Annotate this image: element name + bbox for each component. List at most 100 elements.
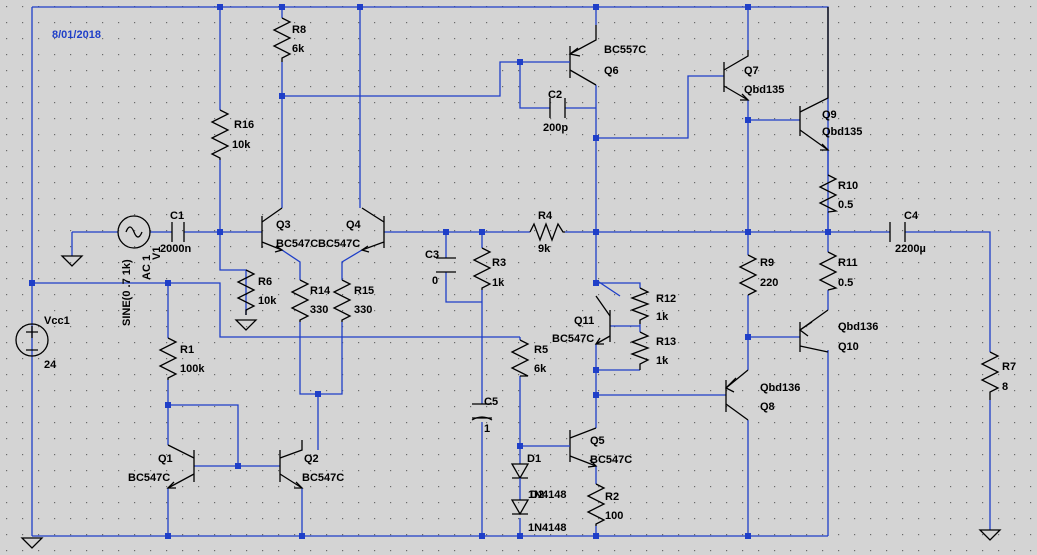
label-R14-name: R14 <box>310 285 331 297</box>
transistor-Q11[interactable] <box>594 295 611 345</box>
label-V1-name: V1 <box>151 247 163 260</box>
label-Q2-model: BC547C <box>302 472 344 484</box>
label-V1-value: SINE(0 .7 1k) <box>121 259 133 326</box>
resistor-R13[interactable] <box>630 331 650 370</box>
capacitor-C2[interactable] <box>549 98 566 118</box>
transistor-Q9[interactable] <box>799 7 830 151</box>
label-C5-value: 1 <box>484 423 490 435</box>
resistor-R6[interactable] <box>236 269 256 315</box>
resistor-R3[interactable] <box>472 247 492 290</box>
label-C3-value: 0 <box>432 275 438 287</box>
resistor-R16[interactable] <box>210 109 230 160</box>
capacitor-C1[interactable] <box>171 222 185 242</box>
resistor-R12[interactable] <box>630 287 650 324</box>
label-R14-value: 330 <box>310 304 328 316</box>
label-R15-name: R15 <box>354 285 374 297</box>
label-D1-name: D1 <box>527 453 541 465</box>
label-Q6-name: Q6 <box>604 65 619 77</box>
transistor-Q6[interactable] <box>560 25 597 86</box>
capacitor-C5[interactable] <box>471 403 493 421</box>
diode-D2[interactable] <box>510 499 530 516</box>
label-R5-name: R5 <box>534 344 548 356</box>
label-R3-name: R3 <box>492 257 506 269</box>
date-label: 8/01/2018 <box>52 29 101 41</box>
resistor-R11[interactable] <box>818 251 838 291</box>
label-R4-value: 9k <box>538 243 551 255</box>
resistor-R4[interactable] <box>529 222 565 242</box>
label-Q8-name: Q8 <box>760 401 775 413</box>
label-Q5-name: Q5 <box>590 435 605 447</box>
resistor-R8[interactable] <box>272 17 292 62</box>
label-C3-name: C3 <box>425 249 439 261</box>
label-R13-value: 1k <box>656 355 669 367</box>
label-Q3-name: Q3 <box>276 219 291 231</box>
label-Q1-model: BC547C <box>128 472 170 484</box>
transistor-Q5[interactable] <box>560 427 598 468</box>
resistor-R1[interactable] <box>158 337 178 380</box>
diode-D1[interactable] <box>510 463 530 500</box>
label-R2-value: 100 <box>605 510 623 522</box>
transistor-Q3[interactable] <box>261 207 284 253</box>
capacitor-C4[interactable] <box>889 222 906 242</box>
label-R4-name: R4 <box>538 210 553 222</box>
label-Q5-model: BC547C <box>590 454 632 466</box>
label-Q10-model: Qbd136 <box>838 321 878 333</box>
label-D2-name: D2 <box>530 489 544 501</box>
label-R12-value: 1k <box>656 311 669 323</box>
capacitor-C3[interactable] <box>436 257 456 273</box>
label-C2-name: C2 <box>548 89 562 101</box>
label-R10-name: R10 <box>838 180 858 192</box>
label-R12-name: R12 <box>656 293 676 305</box>
transistor-Q10[interactable] <box>798 309 829 353</box>
resistor-R7[interactable] <box>980 351 1000 400</box>
label-R6-name: R6 <box>258 276 272 288</box>
label-Q4-model: BC547C <box>318 238 360 250</box>
label-C1-value: 2000n <box>160 243 191 255</box>
resistor-R10[interactable] <box>818 174 839 213</box>
label-C4-name: C4 <box>904 210 919 222</box>
label-C5-name: C5 <box>484 396 498 408</box>
label-Q11-model: BC547C <box>552 333 594 345</box>
resistor-R14[interactable] <box>290 279 310 322</box>
label-R9-name: R9 <box>760 257 774 269</box>
label-V1-ac: AC 1 <box>141 255 153 280</box>
label-R11-value: 0.5 <box>838 277 853 289</box>
label-R16-value: 10k <box>232 139 251 151</box>
transistor-Q4[interactable] <box>360 207 385 253</box>
label-Q9-name: Q9 <box>822 109 837 121</box>
resistor-R15[interactable] <box>332 279 352 322</box>
label-R7-value: 8 <box>1002 381 1008 393</box>
label-Vcc1-name: Vcc1 <box>44 315 70 327</box>
label-R11-name: R11 <box>838 257 858 269</box>
label-D1-model: 1N4148 <box>528 489 567 501</box>
label-Q3-model: BC547C <box>276 238 318 250</box>
ground-symbols <box>20 255 1002 549</box>
transistor-Q7[interactable] <box>723 50 750 101</box>
label-Q6-model: BC557C <box>604 44 646 56</box>
transistor-Q1[interactable] <box>166 444 195 489</box>
label-Q1-name: Q1 <box>158 453 173 465</box>
label-R16-name: R16 <box>234 119 254 131</box>
label-Q2-name: Q2 <box>304 453 319 465</box>
transistor-Q2[interactable] <box>279 440 304 489</box>
resistor-R2[interactable] <box>586 483 606 526</box>
voltage-source-V1[interactable] <box>117 215 151 249</box>
label-R13-name: R13 <box>656 336 676 348</box>
resistor-R9[interactable] <box>738 254 758 296</box>
label-R1-name: R1 <box>180 344 194 356</box>
transistor-Q8[interactable] <box>724 369 749 421</box>
label-R2-name: R2 <box>605 491 619 503</box>
junction-dots <box>29 4 831 539</box>
wires <box>31 6 991 537</box>
label-R15-value: 330 <box>354 304 372 316</box>
label-Q4-name: Q4 <box>346 219 362 231</box>
resistor-R5[interactable] <box>510 339 530 377</box>
voltage-source-Vcc1[interactable] <box>15 323 49 357</box>
label-R5-value: 6k <box>534 363 547 375</box>
label-R8-value: 6k <box>292 43 305 55</box>
label-Q7-model: Qbd135 <box>744 84 784 96</box>
label-Vcc1-value: 24 <box>44 359 57 371</box>
label-R9-value: 220 <box>760 277 778 289</box>
